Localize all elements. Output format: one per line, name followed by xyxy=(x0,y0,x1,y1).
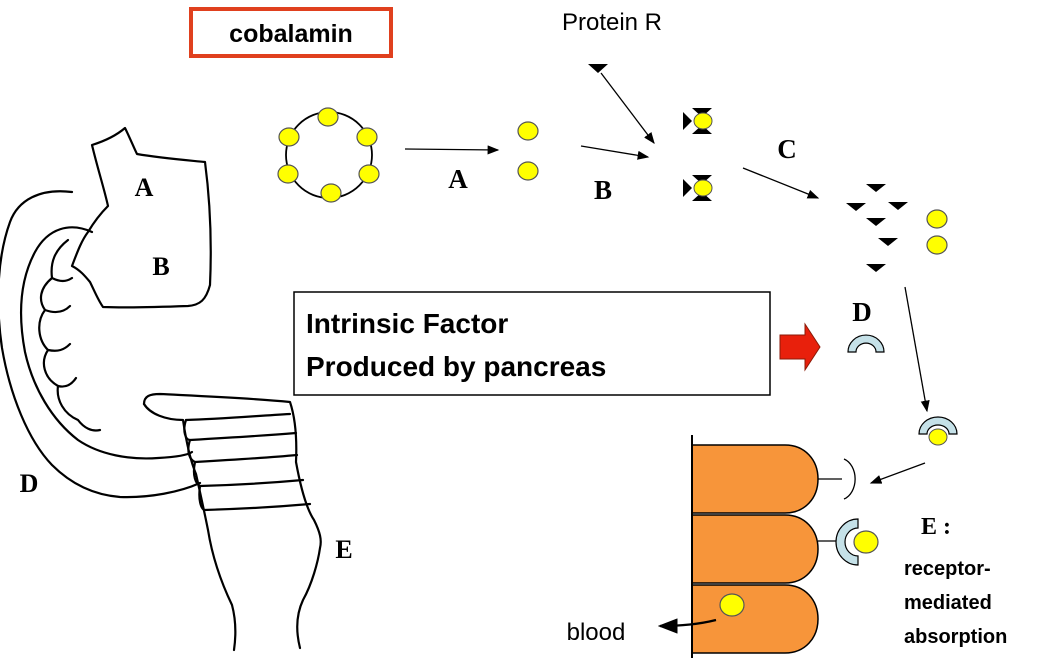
title-box: cobalamin xyxy=(189,7,393,58)
if-cobalamin-complex-icon xyxy=(918,416,958,446)
step-label-e: E : xyxy=(921,514,951,540)
arrow-d xyxy=(904,286,930,413)
arrow-b xyxy=(580,145,650,160)
step-label-b: B xyxy=(594,175,612,205)
free-cobalamin-icon xyxy=(517,121,539,181)
stomach-label-b: B xyxy=(152,252,169,281)
absorption-caption-1: receptor- xyxy=(904,558,991,580)
intrinsic-factor-icon xyxy=(847,334,885,353)
intrinsic-factor-box: Intrinsic Factor Produced by pancreas xyxy=(293,291,771,396)
blood-label: blood xyxy=(567,619,626,646)
intrinsic-factor-line-2: Produced by pancreas xyxy=(306,351,606,382)
red-block-arrow-icon xyxy=(779,322,821,372)
bound-complex-icon xyxy=(683,108,713,134)
step-label-d: D xyxy=(852,297,872,327)
receptor-bound-complex-icon xyxy=(835,518,879,566)
arrow-c xyxy=(742,167,820,199)
stomach-drawing xyxy=(0,126,322,652)
title-text: cobalamin xyxy=(229,20,353,48)
absorption-caption-3: absorption xyxy=(904,626,1007,648)
intrinsic-factor-line-1: Intrinsic Factor xyxy=(306,308,508,339)
protein-r-icon xyxy=(588,64,608,73)
intestinal-cells xyxy=(691,435,819,658)
stomach-label-d: D xyxy=(20,469,39,498)
stomach-label-a: A xyxy=(135,173,154,202)
step-label-a: A xyxy=(448,164,468,194)
absorption-caption-2: mediated xyxy=(904,592,992,614)
arrow-to-blood xyxy=(657,618,717,634)
receptor-icon xyxy=(843,458,856,500)
arrow-protein-r xyxy=(600,72,655,145)
absorbed-cobalamin-icon xyxy=(719,593,745,617)
arrow-to-receptor xyxy=(869,462,926,484)
arrow-a xyxy=(404,145,500,155)
free-cobalamin-icon xyxy=(926,209,948,255)
bound-complex-icon xyxy=(683,175,713,201)
cobalamin-molecule-icon xyxy=(277,107,380,203)
protein-r-label: Protein R xyxy=(562,9,662,36)
stomach-label-e: E xyxy=(335,535,352,564)
step-label-c: C xyxy=(777,134,797,164)
released-protein-r-icon xyxy=(846,184,908,272)
